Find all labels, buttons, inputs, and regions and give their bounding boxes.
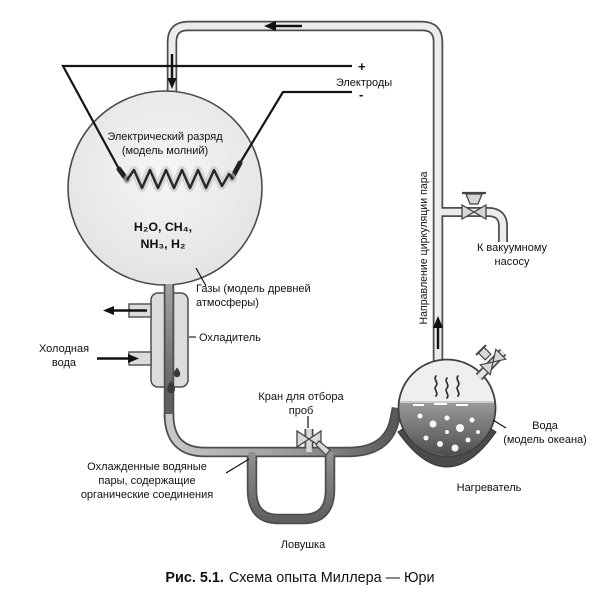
gases-label-line1: Газы (модель древней	[196, 283, 311, 295]
steam-squiggles	[434, 375, 460, 399]
sampling-tap-valve-icon	[296, 429, 331, 456]
cooled-vapor-leader-line	[225, 458, 250, 474]
electrode-wire-left	[61, 64, 352, 170]
spark-flask	[67, 90, 263, 286]
bottom-tube-inner	[165, 407, 401, 456]
figure-caption-title: Схема опыта Миллера — Юри	[229, 570, 435, 586]
trap-label: Ловушка	[281, 539, 326, 551]
flask-valve-icon	[475, 344, 507, 381]
flow-arrow-down	[167, 54, 177, 89]
cold-water-label-line2: вода	[52, 357, 77, 369]
ocean-water-label-line2: (модель океана)	[503, 434, 587, 446]
gases-label-line2: атмосферы)	[196, 297, 259, 309]
condensate-droplets	[167, 367, 181, 394]
vacuum-tube-inner	[438, 208, 507, 242]
trap-tube-border	[246, 452, 336, 525]
gases-formula-line2: NH₃, H₂	[141, 237, 186, 251]
bottom-tube-border	[163, 406, 403, 458]
flow-arrow-up	[433, 316, 443, 349]
discharge-label-line2: (модель молний)	[122, 145, 208, 157]
vacuum-valve-icon	[461, 191, 487, 221]
water-out-arrow	[103, 306, 147, 315]
plus-sign: +	[358, 59, 366, 74]
circulation-label: Направление циркуляции пара	[418, 171, 430, 324]
minus-sign: -	[359, 87, 363, 102]
cooled-vapor-label-line2: пары, содержащие	[98, 475, 195, 487]
cooled-vapor-label-line1: Охлажденные водяные	[87, 461, 207, 473]
water-in-arrow	[97, 354, 139, 363]
ocean-water	[399, 401, 495, 456]
discharge-label-line1: Электрический разряд	[107, 131, 223, 143]
vacuum-label-line2: насосу	[495, 256, 530, 268]
heater-label: Нагреватель	[457, 482, 522, 494]
water-leader-line	[492, 419, 507, 429]
vacuum-label-line1: К вакуумному	[477, 242, 548, 254]
bubbles	[417, 413, 480, 452]
cold-water-label-line1: Холодная	[39, 343, 89, 355]
flow-arrow-top	[264, 21, 302, 31]
spark-zigzag	[123, 166, 237, 192]
gases-leader-line	[195, 267, 207, 287]
vapor-tube	[166, 20, 508, 370]
ocean-water-label-line1: Вода	[532, 420, 559, 432]
cooler-label: Охладитель	[199, 332, 261, 344]
trap-tube-inner	[248, 452, 334, 523]
tap-label-line2: проб	[289, 405, 314, 417]
vapor-tube-inner	[168, 22, 442, 370]
figure-caption: Рис. 5.1. Схема опыта Миллера — Юри	[165, 570, 434, 586]
tap-label-line1: Кран для отбора	[258, 391, 344, 403]
cooled-vapor-label-line3: органические соединения	[81, 489, 213, 501]
liquid-tube	[163, 284, 403, 525]
ocean-flask-outline	[397, 358, 497, 458]
electrodes-label: Электроды	[336, 77, 392, 89]
figure-caption-number: Рис. 5.1.	[165, 570, 223, 586]
gases-formula-line1: H₂O, CH₄,	[134, 220, 192, 234]
electrode-wire-right	[239, 90, 352, 164]
vacuum-tube-border	[438, 207, 508, 242]
